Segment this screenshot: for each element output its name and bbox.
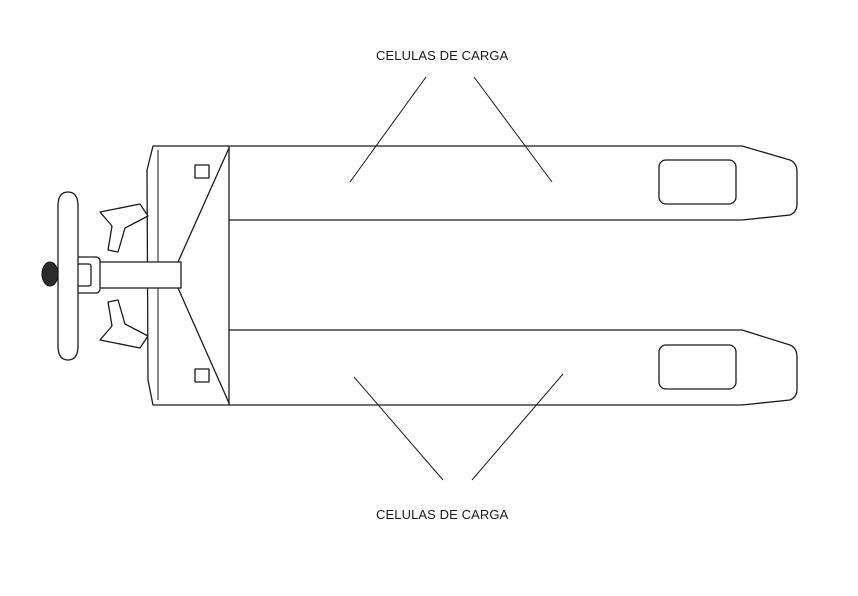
callout-line-bottom-left: [353, 376, 444, 481]
tiller-lock: [76, 263, 92, 287]
upper-fork: [228, 145, 798, 221]
hydraulic-arm-bottom: [99, 299, 149, 349]
hydraulic-arm-top: [99, 203, 149, 253]
chassis-brace-bottom: [177, 287, 230, 404]
load-cell-label-top: CELULAS DE CARGA: [376, 48, 509, 63]
tiller-bar: [95, 261, 182, 289]
lower-fork-wheel-window: [658, 344, 737, 390]
steer-wheel: [41, 261, 59, 287]
chassis-bolt-bottom: [194, 368, 210, 383]
callout-line-top-right: [473, 76, 553, 183]
chassis-bolt-top: [194, 164, 210, 179]
tiller-handle: [57, 191, 79, 361]
callout-line-top-left: [349, 76, 427, 183]
callout-line-bottom-right: [471, 373, 564, 481]
load-cell-label-bottom: CELULAS DE CARGA: [376, 507, 509, 522]
lower-fork: [228, 329, 798, 406]
chassis: [146, 145, 230, 406]
chassis-brace-top: [177, 147, 230, 263]
upper-fork-wheel-window: [658, 159, 737, 205]
